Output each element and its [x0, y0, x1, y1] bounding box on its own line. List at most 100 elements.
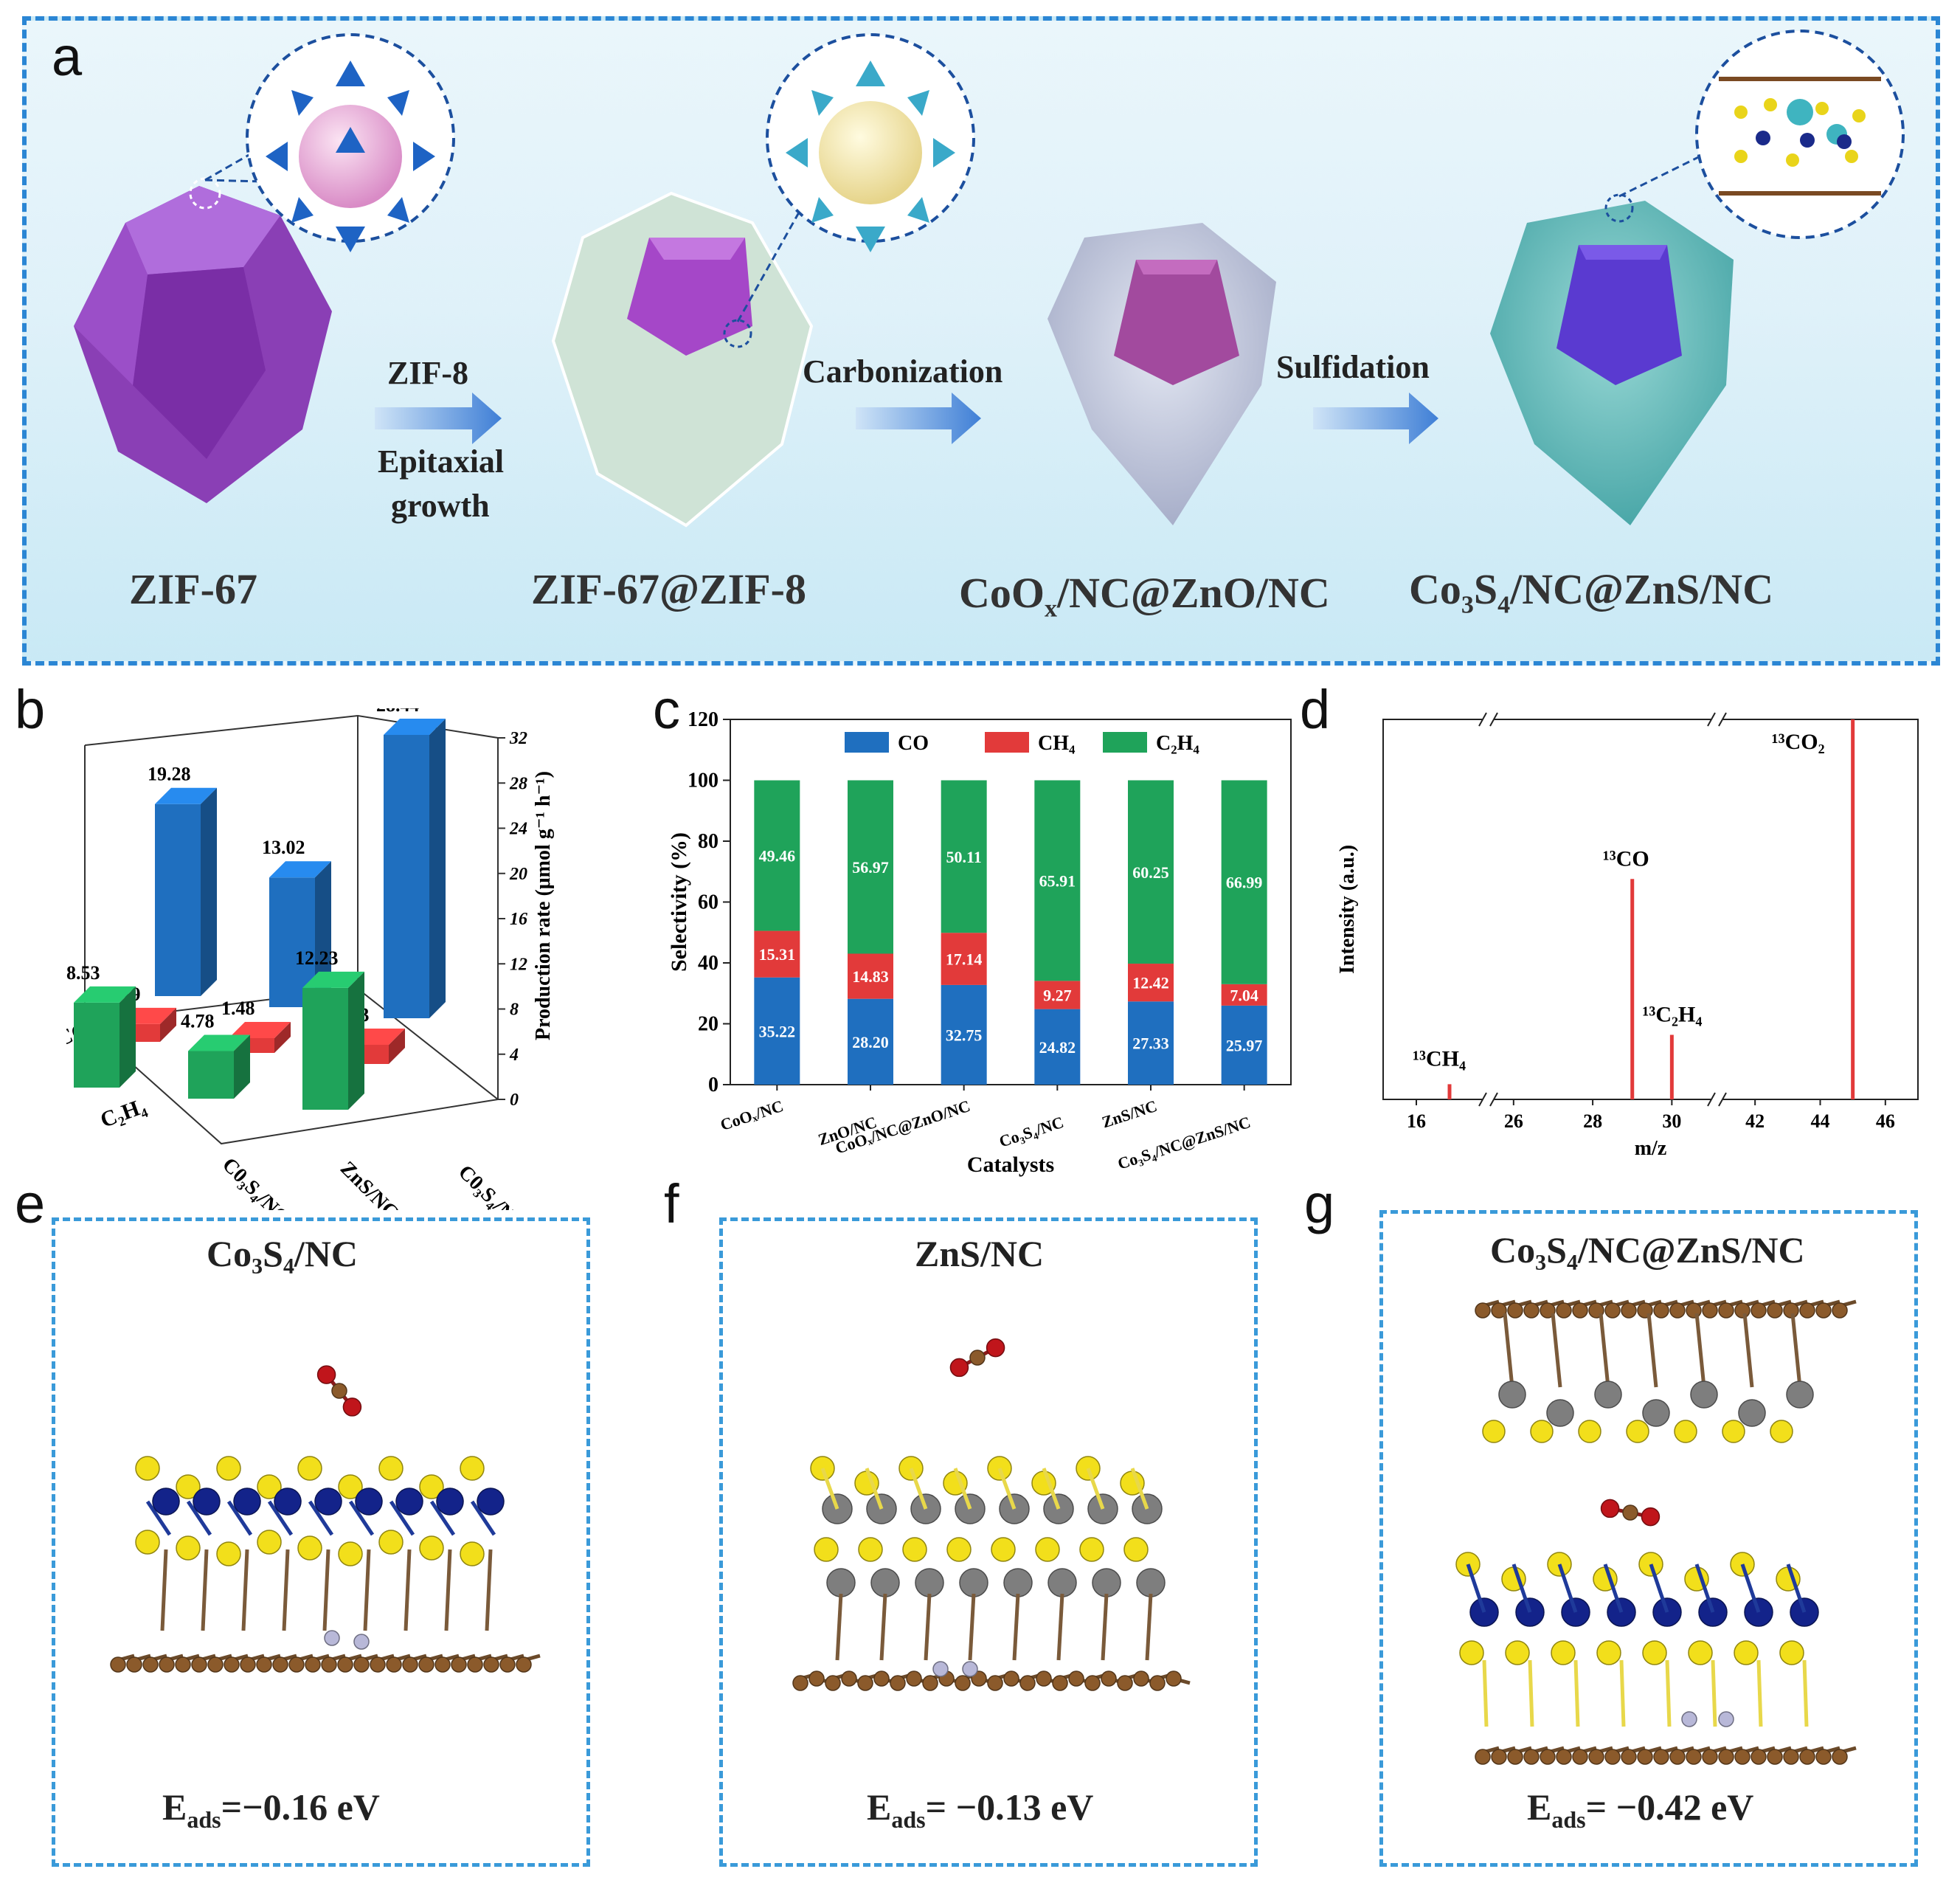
- bar-top: [302, 971, 364, 988]
- bond: [322, 1549, 330, 1631]
- bar-side: [120, 986, 136, 1088]
- bar-top: [384, 719, 446, 736]
- axis-break-gap: [1711, 1095, 1722, 1104]
- segment-value-label: 9.27: [1043, 986, 1072, 1004]
- y-tick-label: 12: [510, 955, 527, 974]
- arrow-1-bottom-label-2: growth: [391, 488, 490, 524]
- carbon-atom: [434, 1656, 451, 1673]
- bond: [909, 1468, 928, 1510]
- sulfur-atom: [814, 1537, 839, 1562]
- sulfur-atom: [338, 1541, 363, 1566]
- axis-break-mark: [1718, 712, 1727, 727]
- bond: [1042, 1468, 1061, 1510]
- oxygen-atom: [949, 1358, 969, 1378]
- bar-side: [389, 1028, 405, 1064]
- bond: [1466, 1564, 1486, 1613]
- bond: [1482, 1659, 1489, 1727]
- carbon-atom: [1036, 1670, 1052, 1687]
- carbon-atom: [483, 1656, 499, 1673]
- carbon-atom: [1166, 1670, 1182, 1687]
- peak-label: ¹³CH₄: [1413, 1046, 1466, 1071]
- zinc-atom: [870, 1568, 900, 1597]
- stacked-bar-segment: [754, 930, 800, 978]
- carbon-atom: [1718, 1302, 1734, 1319]
- carbon-atom: [1669, 1749, 1686, 1765]
- bond: [1056, 1593, 1064, 1661]
- bar-value-label: 4.78: [181, 1010, 215, 1032]
- sulfur-atom: [338, 1474, 363, 1499]
- bond: [924, 1593, 932, 1661]
- carbon-atom: [1523, 1302, 1540, 1319]
- segment-value-label: 7.04: [1230, 986, 1258, 1004]
- y-tick-label: 28: [509, 774, 527, 793]
- carbon-atom: [191, 1656, 207, 1673]
- axis-break-mark: [1707, 1092, 1716, 1107]
- legend-label: C₂H₄: [1156, 732, 1199, 755]
- bond: [1145, 1593, 1153, 1661]
- carbon-atom: [370, 1656, 386, 1673]
- series-axis-label: C₂H₄: [97, 1093, 149, 1133]
- carbon-atom: [1475, 1302, 1491, 1319]
- bond: [1756, 1659, 1763, 1727]
- carbon-atom: [499, 1656, 516, 1673]
- sulfur-atom: [135, 1456, 160, 1481]
- bond: [820, 1468, 839, 1510]
- cobalt-atom: [436, 1488, 464, 1516]
- bar-top: [269, 861, 331, 878]
- carbon-atom: [1832, 1749, 1848, 1765]
- bar-front: [74, 1002, 120, 1088]
- zinc-atom: [1498, 1381, 1526, 1409]
- carbon-atom: [288, 1656, 305, 1673]
- peak-label: ¹³C₂H₄: [1642, 1002, 1702, 1026]
- sulfur-atom: [1123, 1537, 1149, 1562]
- segment-value-label: 15.31: [759, 945, 796, 964]
- bar-value-label: 19.28: [148, 764, 191, 785]
- carbon-atom: [1734, 1302, 1751, 1319]
- cobalt-atom: [233, 1488, 261, 1516]
- carbon-atom: [256, 1656, 272, 1673]
- y-tick-label: 40: [698, 952, 718, 975]
- sulfur-atom: [297, 1535, 322, 1561]
- bar-top: [229, 1022, 291, 1039]
- bond: [1619, 1659, 1626, 1727]
- sulfur-atom: [176, 1535, 201, 1561]
- y-tick-label: 80: [698, 830, 718, 853]
- carbon-atom: [1815, 1749, 1832, 1765]
- bond: [865, 1468, 884, 1510]
- bond: [879, 1593, 887, 1661]
- sulfur-atom: [1734, 1640, 1759, 1665]
- plot-frame: [730, 719, 1292, 1085]
- carbon-atom: [337, 1656, 353, 1673]
- carbon-atom: [969, 1350, 986, 1366]
- bar-front: [269, 877, 315, 1007]
- x-tick-label: CoOₓ/NC: [718, 1096, 786, 1134]
- stacked-bar-segment: [848, 953, 893, 999]
- zif67-polyhedron: [74, 186, 332, 503]
- y-tick-label: 16: [510, 910, 527, 929]
- zns-adsorption-structure: [792, 1338, 1191, 1691]
- step-co3s4: Co3S4/NC@ZnS/NC: [1409, 565, 1774, 619]
- segment-value-label: 25.97: [1226, 1036, 1263, 1054]
- carbon-atom: [110, 1656, 126, 1673]
- bond: [1786, 1564, 1807, 1613]
- carbon-atom: [240, 1656, 256, 1673]
- carbon-atom: [857, 1675, 873, 1691]
- x-axis-label: Catalysts: [967, 1153, 1054, 1177]
- stacked-bar-segment: [1034, 1009, 1081, 1085]
- panel-label-a: a: [52, 26, 83, 87]
- y-tick-label: 60: [698, 891, 718, 914]
- bond: [1551, 1313, 1562, 1388]
- sulfur-atom: [1674, 1420, 1697, 1443]
- panel-g-eads: Eads= −0.42 eV: [1527, 1786, 1754, 1833]
- carbon-atom: [1101, 1670, 1117, 1687]
- arrow-1-icon: [375, 393, 502, 444]
- bond: [1742, 1313, 1754, 1388]
- bond: [1511, 1564, 1532, 1613]
- carbon-atom: [1669, 1302, 1686, 1319]
- carbon-atom: [1003, 1670, 1019, 1687]
- carbon-atom: [1702, 1749, 1718, 1765]
- stacked-bar-segment: [941, 984, 987, 1085]
- carbon-atom: [1734, 1749, 1751, 1765]
- segment-value-label: 17.14: [946, 950, 983, 969]
- sulfur-atom: [1482, 1420, 1506, 1443]
